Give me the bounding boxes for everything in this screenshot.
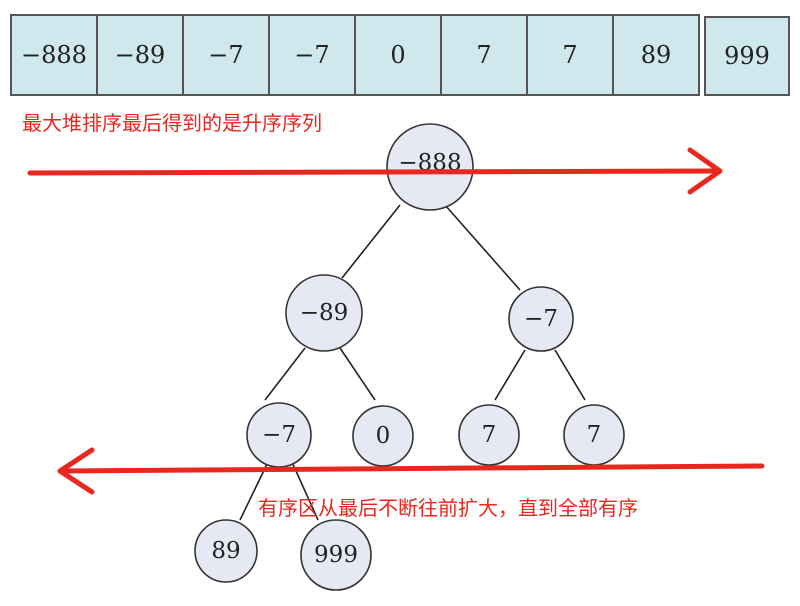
- tree-edges: [239, 204, 586, 521]
- array-cell-3: −7: [268, 14, 356, 96]
- node-label: 89: [211, 538, 240, 564]
- tree-node: −7: [246, 402, 312, 468]
- node-label: 7: [482, 422, 497, 448]
- tree-edge: [444, 204, 521, 291]
- tree-edge: [494, 349, 526, 401]
- array-cell-4: 0: [354, 14, 442, 96]
- tree-node: 7: [458, 404, 520, 466]
- array-cell-7: 89: [612, 14, 700, 96]
- tree-node: 0: [352, 405, 414, 467]
- tree-edge: [339, 347, 376, 401]
- sorted-array: −888 −89 −7 −7 0 7 7 89 999: [10, 14, 790, 96]
- tree-node: 89: [194, 519, 258, 583]
- arrow-right-icon: [27, 147, 723, 195]
- tree-edge: [264, 347, 306, 401]
- tree-node: −7: [508, 286, 574, 352]
- tree-node: 7: [563, 404, 625, 466]
- tree-node: −89: [285, 274, 363, 352]
- caption-ascending-order: 最大堆排序最后得到的是升序序列: [22, 111, 322, 135]
- node-label: −89: [300, 300, 349, 326]
- node-label: −7: [524, 306, 558, 332]
- node-label: 0: [376, 423, 391, 449]
- node-label: −7: [262, 422, 296, 448]
- arrow-left-icon: [57, 447, 765, 495]
- node-label: 999: [314, 542, 358, 568]
- caption-sorted-region: 有序区从最后不断往前扩大，直到全部有序: [258, 496, 638, 520]
- array-cell-8: 999: [704, 16, 790, 96]
- array-cell-1: −89: [96, 14, 184, 96]
- tree-node: 999: [300, 519, 372, 591]
- tree-edge: [554, 349, 586, 401]
- tree-node-root: −888: [386, 123, 474, 211]
- tree-edge: [341, 204, 401, 279]
- node-label: 7: [587, 422, 602, 448]
- array-cell-0: −888: [10, 14, 98, 96]
